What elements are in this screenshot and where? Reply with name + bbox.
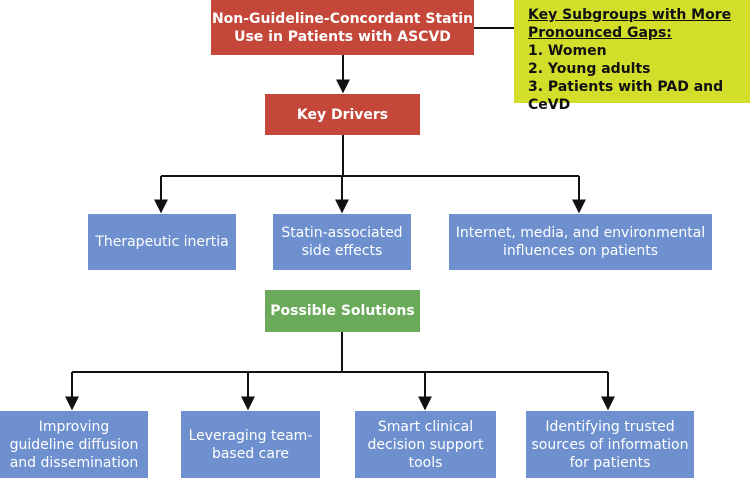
node-solution-guideline-diffusion: Improving guideline diffusion and dissem…	[0, 411, 148, 478]
subgroup-item: 1. Women	[528, 43, 607, 59]
node-driver-side-effects: Statin-associated side effects	[273, 214, 411, 270]
node-possible-solutions: Possible Solutions	[265, 290, 420, 332]
node-driver-therapeutic-inertia: Therapeutic inertia	[88, 214, 236, 270]
node-key-drivers: Key Drivers	[265, 94, 420, 135]
subgroup-item: 3. Patients with PAD and CeVD	[528, 79, 724, 113]
subgroups-heading: Key Subgroups with More Pronounced Gaps:	[528, 7, 732, 41]
node-solution-team-based-care: Leveraging team- based care	[181, 411, 320, 478]
node-key-subgroups: Key Subgroups with More Pronounced Gaps:…	[514, 0, 750, 113]
node-statin-use: Non-Guideline-Concordant Statin Use in P…	[211, 0, 474, 55]
node-solution-clinical-decision-support: Smart clinical decision support tools	[355, 411, 496, 478]
subgroup-item: 2. Young adults	[528, 61, 651, 77]
node-solution-trusted-sources: Identifying trusted sources of informati…	[526, 411, 694, 478]
node-driver-media-influences: Internet, media, and environmental influ…	[449, 214, 712, 270]
